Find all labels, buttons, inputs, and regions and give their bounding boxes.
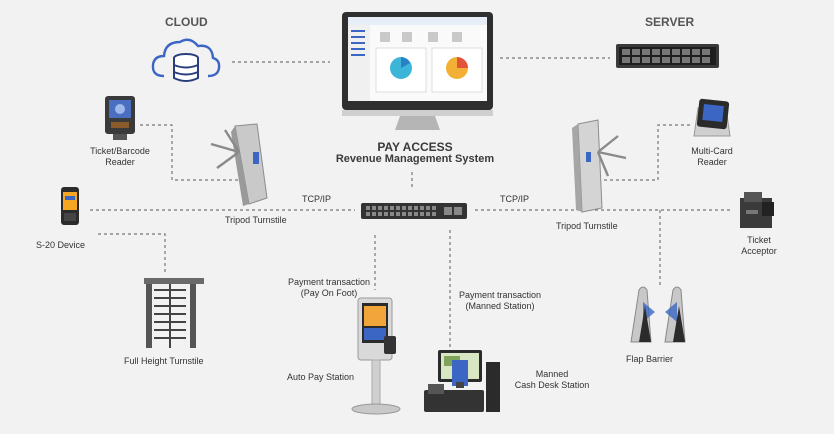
full-height-label: Full Height Turnstile xyxy=(124,356,204,366)
multicard-link xyxy=(602,124,690,181)
ticket-reader-label: Ticket/Barcode Reader xyxy=(90,146,150,167)
system-subtitle: Revenue Management System xyxy=(335,153,495,165)
ticket-acceptor-icon xyxy=(740,192,774,228)
ticket-reader-icon xyxy=(105,96,135,140)
tcpip-right-label: TCP/IP xyxy=(500,194,530,204)
tcpip-left-label: TCP/IP xyxy=(302,194,332,204)
cloud-database-icon xyxy=(151,38,221,82)
kiosk-icon xyxy=(351,297,401,415)
turnstile-icon xyxy=(210,123,268,206)
cash-register-icon xyxy=(424,350,500,412)
flap-barrier-icon xyxy=(630,286,686,343)
card-reader-icon xyxy=(693,98,731,137)
auto-pay-label: Auto Pay Station xyxy=(287,372,355,382)
tripod-right-label: Tripod Turnstile xyxy=(556,221,618,231)
handheld-device-icon xyxy=(61,187,79,225)
s20-label: S-20 Device xyxy=(36,240,86,250)
server-icon xyxy=(616,44,719,68)
ticket-acceptor-label: Ticket Acceptor xyxy=(741,235,777,256)
fullheight-link xyxy=(98,233,166,275)
turnstile-icon xyxy=(144,278,204,348)
flap-barrier-label: Flap Barrier xyxy=(626,354,674,364)
pay-on-foot-label: Payment transaction (Pay On Foot) xyxy=(287,277,371,298)
server-heading: SERVER xyxy=(645,15,695,29)
monitor-icon xyxy=(342,12,493,130)
tripod-left-label: Tripod Turnstile xyxy=(225,215,287,225)
network-switch-icon xyxy=(361,203,467,219)
manned-transaction-label: Payment transaction (Manned Station) xyxy=(458,290,542,311)
system-name: PAY ACCESS xyxy=(377,140,453,154)
multi-card-label: Multi-Card Reader xyxy=(691,146,733,167)
turnstile-icon xyxy=(572,119,627,213)
cash-desk-label: Manned Cash Desk Station xyxy=(514,369,590,390)
cloud-heading: CLOUD xyxy=(165,15,208,29)
